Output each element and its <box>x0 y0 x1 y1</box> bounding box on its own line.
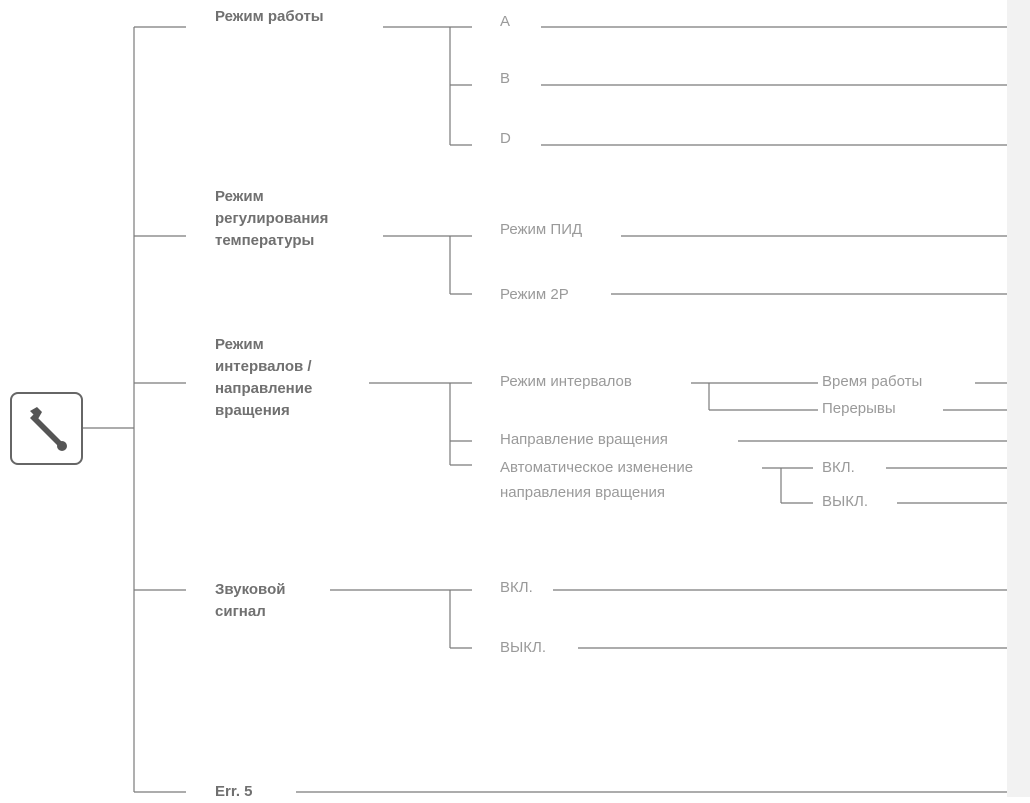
option-interval-mode: Режим интервалов <box>500 373 632 390</box>
option-mode-a: A <box>500 13 511 30</box>
category-sound-line-1: Звуковой <box>215 581 286 598</box>
option-auto-change: Автоматическое изменение направления вра… <box>500 458 693 503</box>
category-temp-control: Режим регулирования температуры <box>215 186 328 252</box>
option-pid-mode: Режим ПИД <box>500 221 583 238</box>
option-auto-on: ВКЛ. <box>822 459 855 476</box>
category-temp-control-line-3: температуры <box>215 232 315 249</box>
category-interval-line-4: вращения <box>215 402 290 419</box>
option-rotation-direction: Направление вращения <box>500 431 668 448</box>
category-sound-line-2: сигнал <box>215 603 266 620</box>
option-mode-d: D <box>500 130 511 147</box>
category-temp-control-line-1: Режим <box>215 188 264 205</box>
category-operating-mode: Режим работы <box>215 8 324 25</box>
category-interval-line-2: интервалов / <box>215 358 312 375</box>
option-sound-off: ВЫКЛ. <box>500 639 547 656</box>
option-pauses: Перерывы <box>822 400 896 417</box>
option-auto-off: ВЫКЛ. <box>822 493 869 510</box>
category-interval-line-1: Режим <box>215 336 264 353</box>
option-mode-b: B <box>500 70 511 87</box>
category-temp-control-line-2: регулирования <box>215 210 329 227</box>
wrench-icon-glyph <box>29 406 67 451</box>
category-sound-signal: Звуковой сигнал <box>215 579 285 623</box>
option-auto-change-line-1: Автоматическое изменение <box>500 459 694 476</box>
option-2p-mode: Режим 2P <box>500 286 569 303</box>
category-interval-line-3: направление <box>215 380 313 397</box>
option-work-time: Время работы <box>822 373 923 390</box>
category-error: Err. 5 <box>215 783 253 800</box>
wrench-icon <box>10 392 83 465</box>
option-auto-change-line-2: направления вращения <box>500 484 666 501</box>
option-sound-on: ВКЛ. <box>500 579 533 596</box>
category-interval-direction: Режим интервалов / направление вращения <box>215 334 312 422</box>
right-edge-band <box>1007 0 1030 797</box>
